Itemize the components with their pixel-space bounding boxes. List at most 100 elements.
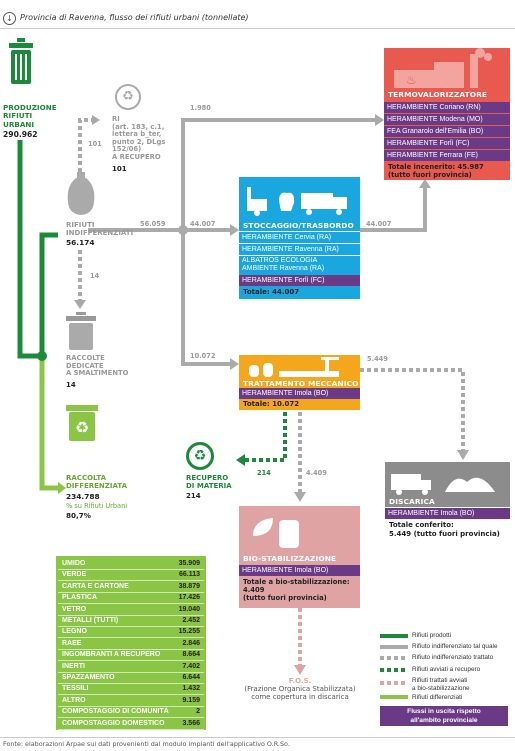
arrow-fos bbox=[294, 665, 306, 675]
ri-flow-value: 101 bbox=[88, 140, 102, 148]
tmb-row: HERAMBIENTE Imola (BO) bbox=[239, 388, 360, 399]
recupero-icon: ♻ bbox=[186, 442, 214, 470]
biostab-row: HERAMBIENTE Imola (BO) bbox=[239, 565, 360, 576]
legend-item-2: Rifiuto indifferenziato tal quale bbox=[412, 643, 498, 650]
differenziata-pct: 80,7% bbox=[66, 511, 91, 520]
flow-value-44007a: 44.007 bbox=[190, 220, 216, 228]
arrow-ri bbox=[92, 115, 100, 125]
table-row-value: 8.664 bbox=[182, 651, 200, 659]
landfill-icon bbox=[391, 474, 495, 495]
recycle-bin-icon: ♻ bbox=[66, 403, 98, 441]
indiff-value: 56.174 bbox=[66, 238, 95, 247]
legend-item-3: Rifiuto indifferenziato trattato bbox=[412, 654, 494, 661]
table-row-name: VETRO bbox=[62, 605, 87, 613]
discarica-total-1: Totale conferito: bbox=[389, 521, 454, 529]
recupero-label: RECUPERO DI MATERIA bbox=[186, 474, 232, 490]
differenziata-value: 234.788 bbox=[66, 492, 100, 501]
table-row-value: 6.644 bbox=[182, 674, 200, 681]
termo-title: TERMOVALORIZZATORE bbox=[388, 90, 488, 99]
table-row-value: 19.040 bbox=[178, 605, 200, 613]
termo-row-2: HERAMBIENTE Modena (MO) bbox=[384, 114, 510, 125]
table-row-value: 2 bbox=[196, 708, 200, 716]
bin-dedicated-icon bbox=[66, 312, 96, 350]
raccolte-label: RACCOLTE DEDICATE A SMALTIMENTO bbox=[66, 354, 129, 378]
table-row-name: INERTI bbox=[62, 662, 85, 670]
flow-to-indiff-green bbox=[39, 232, 58, 356]
differenziata-label: RACCOLTA DIFFERENZIATA bbox=[66, 474, 127, 490]
svg-text:♨: ♨ bbox=[406, 73, 417, 87]
table-row: LEGNO 15.255 bbox=[58, 626, 204, 639]
indiff-out-value: 56.059 bbox=[140, 220, 166, 228]
arrow-stoccaggio bbox=[230, 224, 239, 236]
termo-total-1: Totale incenerito: 45.987 bbox=[388, 163, 484, 171]
table-row-value: 66.113 bbox=[178, 571, 200, 579]
ri-value: 101 bbox=[112, 165, 127, 173]
termo-row-5: HERAMBIENTE Ferrara (FE) bbox=[384, 150, 510, 161]
legend-item-4: Rifiuti avviati a recupero bbox=[412, 666, 481, 673]
table-row-name: ALTRO bbox=[62, 696, 86, 704]
termo-row-4: HERAMBIENTE Forlì (FC) bbox=[384, 138, 510, 149]
flow-10072 bbox=[181, 230, 230, 366]
arrow-discarica bbox=[457, 450, 469, 460]
arrow-raccolte bbox=[74, 300, 86, 309]
biostab-total-2: 4.409 bbox=[243, 586, 265, 594]
recycle-icon: ♻ bbox=[115, 84, 141, 110]
discarica-row: HERAMBIENTE Imola (BO) bbox=[385, 508, 510, 519]
table-row-name: LEGNO bbox=[62, 628, 87, 636]
tmb-panel bbox=[239, 355, 360, 410]
table-row-name: VERDE bbox=[62, 571, 87, 579]
header-divider bbox=[0, 28, 515, 29]
discarica-total-2: 5.449 (tutto fuori provincia) bbox=[389, 530, 500, 538]
trash-bin-icon bbox=[8, 38, 34, 88]
flow-value-1980: 1.980 bbox=[190, 104, 211, 112]
biostab-title: BIO-STABILIZZAZIONE bbox=[243, 554, 337, 563]
indiff-label: RIFIUTI INDIFFERENZIATI bbox=[66, 221, 134, 237]
table-row-name: TESSILI bbox=[62, 685, 89, 693]
produzione-value: 290.962 bbox=[3, 130, 38, 139]
table-row-value: 2.846 bbox=[182, 639, 200, 647]
arrow-recupero bbox=[236, 454, 245, 466]
tmb-total: Totale: 10.072 bbox=[243, 400, 300, 408]
fos-label: F.O.S. (Frazione Organica Stabilizzata) … bbox=[244, 677, 356, 702]
page-title: Provincia di Ravenna, flusso dei rifiuti… bbox=[20, 13, 249, 22]
table-row-value: 7.402 bbox=[182, 662, 200, 670]
table-row-name: UMIDO bbox=[62, 560, 86, 567]
legend-item-5a: Rifiuti trattati avviati bbox=[412, 677, 468, 684]
junction-dot bbox=[37, 351, 47, 361]
machine-icon bbox=[249, 357, 339, 377]
flow-stoc-termo bbox=[360, 186, 427, 232]
stoccaggio-row-4: HERAMBIENTE Forlì (FC) bbox=[239, 275, 360, 286]
table-row-value: 1.432 bbox=[182, 685, 200, 693]
garbage-bag-icon bbox=[66, 172, 96, 216]
produzione-label: PRODUZIONE RIFIUTI URBANI bbox=[3, 103, 57, 129]
footer-source: Fonte: elaborazioni Arpae sui dati prove… bbox=[3, 740, 290, 748]
table-row: METALLI (TUTTI)2.452 bbox=[58, 615, 204, 627]
biostab-total-3: (tutto fuori provincia) bbox=[243, 594, 327, 602]
indiff-down-value: 14 bbox=[90, 272, 100, 280]
table-row-name: COMPOSTAGGIO DI COMUNITÀ bbox=[62, 708, 169, 716]
arrow-tmb bbox=[230, 358, 239, 370]
table-row-value: 15.255 bbox=[178, 628, 200, 636]
flow-5449 bbox=[360, 368, 465, 450]
stoccaggio-row-3b: AMBIENTE Ravenna (RA) bbox=[242, 265, 325, 272]
table-row: INERTI 7.402 bbox=[58, 661, 204, 673]
legend-item-1: Rifiuti prodotti bbox=[412, 632, 452, 639]
table-row-value: 2.452 bbox=[182, 617, 200, 624]
differenziata-pct-label: % su Rifiuti Urbani bbox=[66, 502, 128, 510]
ri-label: RI (art. 183, c.1, lettera b_ter, punto … bbox=[112, 115, 166, 161]
flow-value-10072: 10.072 bbox=[190, 352, 216, 360]
junction-dot-2 bbox=[178, 225, 188, 235]
table-row: VETRO 19.040 bbox=[58, 604, 204, 616]
recupero-value: 214 bbox=[186, 492, 201, 500]
biostab-panel: BIO-STABILIZZAZIONE HERAMBIENTE Imola (B… bbox=[239, 506, 360, 608]
table-row-name: CARTA E CARTONE bbox=[62, 582, 129, 590]
flow-214 bbox=[245, 412, 287, 462]
table-row-name: COMPOSTAGGIO DOMESTICO bbox=[62, 719, 165, 727]
leaf-jar-icon bbox=[253, 518, 299, 548]
discarica-title: DISCARICA bbox=[389, 497, 435, 506]
